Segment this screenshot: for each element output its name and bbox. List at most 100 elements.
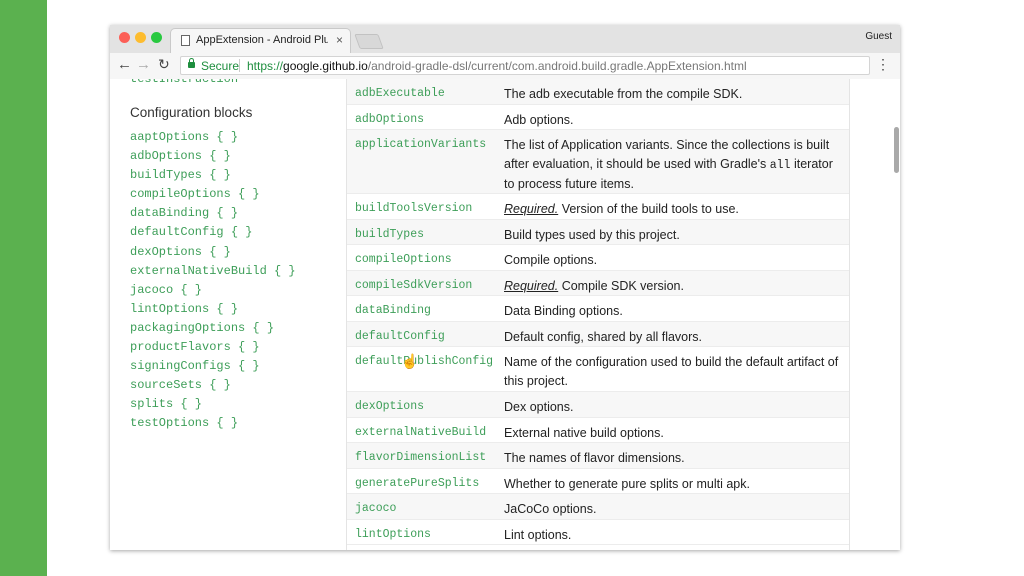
property-link[interactable]: defaultConfig [355, 329, 445, 343]
property-description: The list of Application variants. Since … [504, 136, 844, 194]
description-text: Default config, shared by all flavors. [504, 329, 703, 344]
sidebar-link[interactable]: dataBinding { } [130, 206, 239, 221]
property-link[interactable]: buildToolsVersion [355, 202, 473, 215]
property-description: Adb options. [504, 111, 844, 130]
sidebar-link[interactable]: packagingOptions { } [130, 320, 275, 335]
page-content: testInstruction Configuration blocks aap… [110, 79, 900, 550]
property-link[interactable]: adbExecutable [355, 87, 445, 100]
table-row: defaultConfig Default config, shared by a… [347, 321, 849, 347]
table-row: compileSdkVersion Required. Compile SDK v… [347, 270, 849, 296]
sidebar-link[interactable]: compileOptions { } [130, 187, 260, 202]
url-scheme: https:// [247, 59, 284, 73]
property-link[interactable]: compileSdkVersion [355, 278, 473, 292]
page-icon [181, 35, 190, 46]
property-description: Default config, shared by all flavors. [504, 328, 844, 347]
table-row: compileOptions Compile options. [347, 245, 849, 271]
url-path: /android-gradle-dsl/current/com.android.… [367, 59, 747, 73]
sidebar-link[interactable]: buildTypes { } [130, 168, 231, 183]
property-link[interactable]: flavorDimensionList [355, 451, 487, 464]
address-bar[interactable]: Secure https://google.github.io/android-… [180, 56, 870, 75]
property-description: Required. Compile SDK version. [504, 277, 844, 296]
property-link[interactable]: jacoco [355, 502, 397, 515]
table-row: defaultPublishConfig Name of the configur… [347, 347, 849, 392]
inline-code: all [769, 159, 791, 172]
description-text: Compile SDK version. [561, 278, 684, 293]
property-link[interactable]: externalNativeBuild [355, 425, 487, 439]
minimize-window-button[interactable] [135, 32, 146, 43]
lock-icon [188, 58, 195, 68]
property-description: Dex options. [504, 398, 844, 417]
table-row: applicationVariants The list of Applicati… [347, 130, 849, 194]
browser-tab[interactable]: AppExtension - Android Plugin × [170, 28, 351, 53]
property-link[interactable]: dataBinding [355, 304, 431, 317]
property-description: JaCoCo options. [504, 500, 844, 519]
property-description: Compile options. [504, 251, 844, 270]
description-text: Whether to generate pure splits or multi… [504, 476, 750, 491]
description-text: The adb executable from the compile SDK. [504, 87, 743, 101]
description-text: The list of Application variants. Since … [504, 138, 830, 171]
required-tag[interactable]: Required. [504, 202, 559, 216]
description-text: Adb options. [504, 112, 574, 127]
table-row: generatePureSplits Whether to generate pu… [347, 469, 849, 494]
property-description: The names of flavor dimensions. [504, 449, 844, 468]
url-text[interactable]: https://google.github.io/android-gradle-… [247, 59, 747, 73]
required-tag[interactable]: Required. [504, 278, 559, 293]
sidebar-link[interactable]: defaultConfig { } [130, 225, 253, 240]
description-text: iterator to process future items. [504, 157, 833, 191]
description-text: JaCoCo options. [504, 502, 597, 516]
sidebar-link[interactable]: sourceSets { } [130, 378, 231, 393]
tab-close-icon[interactable]: × [336, 33, 344, 47]
sidebar-link[interactable]: signingConfigs { } [130, 359, 260, 374]
property-link[interactable]: applicationVariants [355, 138, 487, 151]
zoom-window-button[interactable] [151, 32, 162, 43]
hand-cursor-icon: ☝ [401, 353, 419, 369]
property-description: External native build options. [504, 424, 844, 443]
property-link[interactable]: lintOptions [355, 527, 431, 541]
description-text: Compile options. [504, 253, 598, 267]
description-text: Lint options. [504, 527, 572, 542]
table-row: adbOptions Adb options. [347, 105, 849, 130]
description-text: External native build options. [504, 425, 664, 440]
sidebar-link[interactable]: adbOptions { } [130, 149, 231, 164]
property-link[interactable]: dexOptions [355, 400, 425, 413]
property-link[interactable]: compileOptions [355, 253, 452, 266]
table-row: dexOptions Dex options. [347, 392, 849, 418]
sidebar-link[interactable]: productFlavors { } [130, 340, 260, 355]
back-arrow-icon[interactable]: ← [117, 56, 132, 73]
property-link[interactable]: buildTypes [355, 227, 425, 241]
property-link[interactable]: defaultPublishConfig [355, 355, 494, 368]
reload-icon[interactable]: ↻ [158, 56, 170, 72]
property-description: Data Binding options. [504, 302, 844, 321]
description-text: Dex options. [504, 400, 574, 414]
description-text: The names of flavor dimensions. [504, 451, 685, 465]
sidebar-link[interactable]: jacoco { } [130, 282, 203, 297]
forward-arrow-icon[interactable]: → [136, 56, 151, 73]
table-row: flavorDimensionList The names of flavor d… [347, 443, 849, 469]
sidebar-link[interactable]: externalNativeBuild { } [130, 263, 296, 278]
table-row: adbExecutable The adb executable from the… [347, 79, 849, 105]
sidebar-link[interactable]: aaptOptions { } [130, 130, 239, 144]
table-row: lintOptions Lint options. [347, 520, 849, 545]
property-description: Whether to generate pure splits or multi… [504, 475, 844, 494]
description-text: Version of the build tools to use. [561, 202, 739, 216]
property-link[interactable]: adbOptions [355, 112, 425, 126]
table-row: dataBinding Data Binding options. [347, 296, 849, 322]
property-description: Lint options. [504, 526, 844, 545]
sidebar-cut-link[interactable]: testInstruction [130, 79, 239, 86]
property-link[interactable]: generatePureSplits [355, 476, 480, 490]
sidebar-link[interactable]: dexOptions { } [130, 244, 231, 259]
property-description: The adb executable from the compile SDK. [504, 85, 844, 104]
description-text: Name of the configuration used to build … [504, 355, 839, 388]
table-row: buildTypes Build types used by this proje… [347, 219, 849, 245]
sidebar-link[interactable]: lintOptions { } [130, 301, 239, 316]
sidebar-link[interactable]: testOptions { } [130, 416, 239, 431]
menu-dots-icon[interactable]: ⋮ [876, 56, 890, 72]
scrollbar-thumb[interactable] [894, 127, 899, 173]
sidebar-link[interactable]: splits { } [130, 397, 203, 412]
description-text: Build types used by this project. [504, 227, 680, 242]
new-tab-button[interactable] [354, 34, 384, 49]
close-window-button[interactable] [119, 32, 130, 43]
profile-label[interactable]: Guest [865, 31, 892, 42]
tab-title: AppExtension - Android Plugin [196, 34, 328, 46]
secure-label: Secure [201, 59, 240, 73]
